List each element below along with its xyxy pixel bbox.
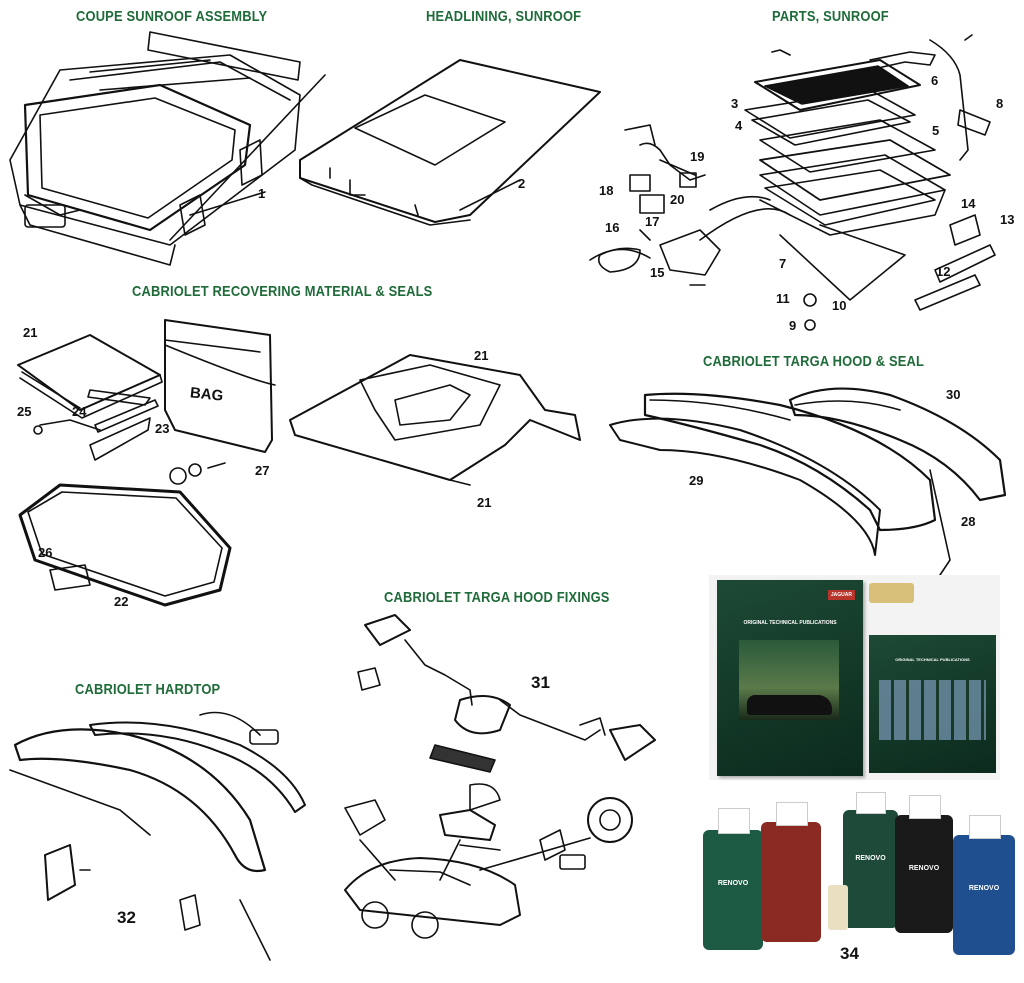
usb-key (869, 583, 914, 603)
bottle-black: RENOVO (895, 795, 953, 933)
callout-17: 17 (645, 214, 660, 229)
callout-27: 27 (255, 463, 270, 478)
callout-21-recovering: 21 (23, 325, 38, 340)
bottle-blue: RENOVO (953, 815, 1015, 955)
callout-13: 13 (1000, 212, 1015, 227)
callout-31: 31 (531, 673, 550, 692)
bottle-label: RENOVO (717, 880, 749, 887)
bottle-label: RENOVO (908, 865, 940, 872)
callout-28: 28 (961, 514, 976, 529)
bottle-label: RENOVO (855, 855, 886, 862)
bottle-cap (969, 815, 1001, 839)
cabriolet-hardtop-drawing (9, 711, 306, 961)
callout-7: 7 (779, 256, 787, 271)
callout-19: 19 (690, 149, 705, 164)
callout-15: 15 (650, 265, 665, 280)
callout-21-hood-top: 21 (474, 348, 489, 363)
callout-29: 29 (689, 473, 704, 488)
title-targa-hood-seal: CABRIOLET TARGA HOOD & SEAL (703, 353, 925, 370)
callout-24: 24 (72, 404, 87, 419)
bag-label: BAG (189, 384, 225, 405)
renovo-products-photo: RENOVO RENOVO RENOVO RENOVO (703, 790, 1021, 965)
callout-30: 30 (946, 387, 961, 402)
small-bottle (828, 885, 848, 930)
targa-hood-fixings-drawing (344, 614, 656, 939)
callout-1: 1 (258, 186, 266, 201)
headlining-drawing (299, 59, 601, 226)
callout-26: 26 (38, 545, 53, 560)
callout-10: 10 (832, 298, 847, 313)
callout-4: 4 (735, 118, 743, 133)
title-coupe-sunroof-assembly: COUPE SUNROOF ASSEMBLY (76, 8, 268, 25)
callout-23: 23 (155, 421, 170, 436)
bottle-cap (856, 792, 886, 814)
jaguar-logo: JAGUAR (827, 590, 855, 600)
publication-binder: JAGUAR ORIGINAL TECHNICAL PUBLICATIONS (717, 580, 863, 776)
bottle-red (761, 802, 821, 942)
leaflet-thumbnails (879, 680, 986, 740)
technical-publications-photo: JAGUAR ORIGINAL TECHNICAL PUBLICATIONS O… (709, 575, 1000, 780)
publication-heading: ORIGINAL TECHNICAL PUBLICATIONS (743, 620, 837, 626)
bottle-cap (776, 802, 808, 826)
bottle-green-2: RENOVO (843, 792, 898, 928)
callout-21-hood-bottom: 21 (477, 495, 492, 510)
bottle-cap (909, 795, 941, 819)
callout-16: 16 (605, 220, 620, 235)
bottle-green: RENOVO (703, 808, 763, 950)
targa-hood-seal-drawing (609, 387, 1007, 576)
callout-20: 20 (670, 192, 685, 207)
callout-6: 6 (931, 73, 939, 88)
callout-8: 8 (996, 96, 1004, 111)
car-image (747, 695, 832, 715)
publication-leaflet: ORIGINAL TECHNICAL PUBLICATIONS (869, 635, 996, 773)
callout-3: 3 (731, 96, 739, 111)
cabriolet-recovering-drawing (17, 319, 581, 607)
parts-sunroof-drawing (589, 34, 996, 331)
title-headlining-sunroof: HEADLINING, SUNROOF (426, 8, 582, 25)
callout-18: 18 (599, 183, 614, 198)
callout-2: 2 (518, 176, 526, 191)
callout-5: 5 (932, 123, 940, 138)
leaflet-heading: ORIGINAL TECHNICAL PUBLICATIONS (895, 657, 970, 662)
callout-11: 11 (776, 291, 790, 306)
coupe-sunroof-assembly-drawing (9, 31, 326, 266)
bottle-cap (718, 808, 750, 834)
title-parts-sunroof: PARTS, SUNROOF (772, 8, 889, 25)
callout-25: 25 (17, 404, 32, 419)
title-cabriolet-recovering: CABRIOLET RECOVERING MATERIAL & SEALS (132, 283, 433, 300)
callout-14: 14 (961, 196, 976, 211)
callout-22: 22 (114, 594, 129, 609)
title-cabriolet-hardtop: CABRIOLET HARDTOP (75, 681, 221, 698)
title-targa-hood-fixings: CABRIOLET TARGA HOOD FIXINGS (384, 589, 610, 606)
callout-34: 34 (840, 944, 859, 963)
bottle-label: RENOVO (968, 885, 1000, 892)
callout-32: 32 (117, 908, 136, 927)
callout-12: 12 (936, 264, 951, 279)
callout-9: 9 (789, 318, 797, 333)
